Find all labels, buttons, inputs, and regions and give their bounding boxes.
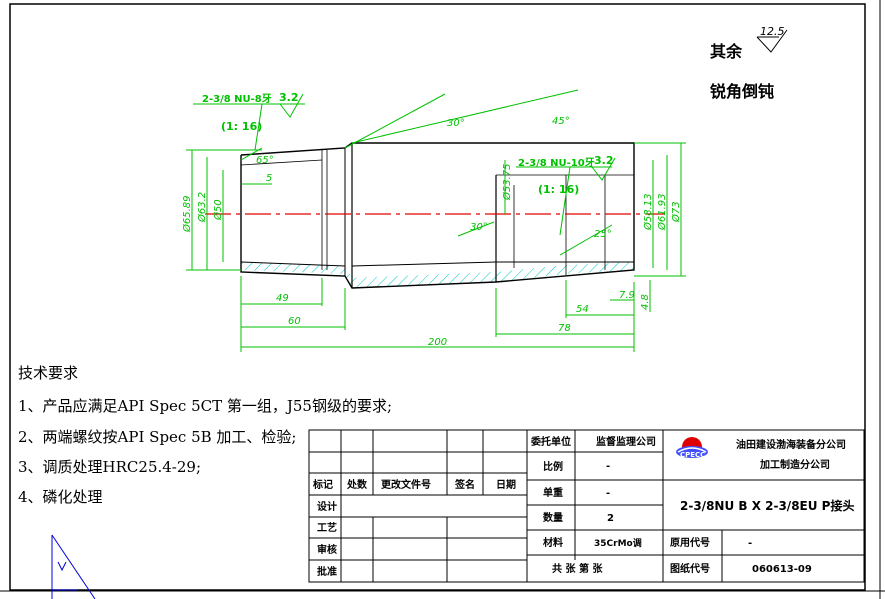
svg-text:7.9: 7.9	[619, 290, 635, 301]
thread-left-spec: 2-3/8 NU-8牙	[202, 93, 272, 105]
svg-text:5: 5	[266, 173, 272, 184]
svg-text:锐角倒钝: 锐角倒钝	[710, 82, 774, 101]
svg-text:单重: 单重	[543, 486, 563, 499]
svg-text:2: 2	[607, 513, 614, 524]
svg-text:-: -	[748, 538, 752, 549]
svg-text:委托单位: 委托单位	[530, 435, 571, 448]
svg-text:CPECC: CPECC	[680, 451, 705, 459]
svg-text:数量: 数量	[543, 511, 563, 524]
requirements-title: 技术要求	[18, 364, 79, 382]
svg-text:78: 78	[558, 323, 571, 334]
svg-text:-: -	[606, 461, 610, 472]
svg-text:其余: 其余	[710, 42, 743, 61]
svg-text:Ø58.13: Ø58.13	[642, 194, 654, 232]
drawing-number: 060613-09	[752, 564, 812, 575]
svg-text:Ø73: Ø73	[670, 201, 682, 223]
requirement-item: 2、两端螺纹按API Spec 5B 加工、检验;	[18, 428, 297, 446]
svg-text:工艺: 工艺	[317, 521, 337, 534]
corner-marker	[51, 534, 96, 599]
svg-text:签名: 签名	[454, 478, 475, 491]
section-hatch	[241, 262, 634, 288]
svg-text:30°: 30°	[470, 222, 488, 233]
svg-text:加工制造分公司: 加工制造分公司	[759, 458, 830, 471]
title-block-text: 标记 处数 更改文件号 签名 日期 设计 工艺 审核 批准 委托单位 监督监理公…	[312, 435, 854, 578]
svg-text:49: 49	[276, 293, 289, 304]
svg-text:监督监理公司: 监督监理公司	[596, 435, 656, 448]
svg-text:-: -	[606, 488, 610, 499]
roughness-note: 其余 12.5 锐角倒钝	[710, 25, 788, 101]
svg-text:35CrMo调: 35CrMo调	[594, 537, 642, 549]
svg-text:日期: 日期	[496, 478, 516, 491]
svg-text:设计: 设计	[317, 500, 337, 513]
svg-text:200: 200	[428, 337, 447, 348]
svg-text:审核: 审核	[317, 543, 337, 556]
requirement-item: 4、磷化处理	[18, 488, 103, 506]
company-logo: CPECC	[676, 437, 708, 459]
svg-text:12.5: 12.5	[760, 25, 785, 38]
title-block-grid	[308, 429, 865, 583]
requirement-item: 1、产品应满足API Spec 5CT 第一组，J55钢级的要求;	[18, 397, 393, 415]
svg-text:标记: 标记	[312, 478, 333, 491]
thread-right-spec: 2-3/8 NU-10牙	[518, 157, 595, 169]
svg-text:45°: 45°	[552, 116, 570, 127]
svg-text:60: 60	[288, 316, 301, 327]
svg-text:3.2: 3.2	[279, 91, 299, 104]
svg-text:处数: 处数	[346, 478, 368, 491]
svg-text:Ø50: Ø50	[212, 199, 224, 221]
dimension-labels: 2-3/8 NU-8牙 3.2 (1: 16) 2-3/8 NU-10牙 3.2…	[181, 91, 682, 348]
svg-text:65°: 65°	[256, 155, 274, 166]
svg-text:25°: 25°	[594, 229, 612, 240]
svg-text:比例: 比例	[543, 460, 563, 473]
svg-text:油田建设渤海装备分公司: 油田建设渤海装备分公司	[736, 438, 846, 451]
svg-text:Ø61.93: Ø61.93	[656, 194, 668, 232]
svg-text:图纸代号: 图纸代号	[670, 562, 710, 575]
svg-text:Ø65.89: Ø65.89	[181, 196, 193, 234]
svg-text:54: 54	[576, 304, 589, 315]
svg-text:4.8: 4.8	[640, 294, 651, 310]
svg-text:批准: 批准	[317, 565, 337, 578]
svg-text:Ø63.2: Ø63.2	[196, 192, 208, 223]
svg-text:材料: 材料	[543, 536, 563, 549]
svg-text:3.2: 3.2	[594, 154, 614, 167]
inner-border	[9, 3, 866, 591]
dimensions	[186, 89, 686, 352]
sheet-count: 共 张 第 张	[552, 562, 603, 575]
svg-text:(1: 16): (1: 16)	[221, 120, 262, 133]
svg-text:30°: 30°	[447, 118, 465, 129]
svg-text:Ø53.75: Ø53.75	[501, 164, 513, 202]
outer-profile	[240, 142, 635, 289]
svg-text:原用代号: 原用代号	[670, 536, 710, 549]
requirement-item: 3、调质处理HRC25.4-29;	[18, 458, 202, 476]
part-drawing	[205, 142, 665, 289]
svg-text:更改文件号: 更改文件号	[381, 478, 431, 491]
svg-text:(1: 16): (1: 16)	[538, 183, 579, 196]
part-name: 2-3/8NU B X 2-3/8EU P接头	[680, 498, 854, 513]
